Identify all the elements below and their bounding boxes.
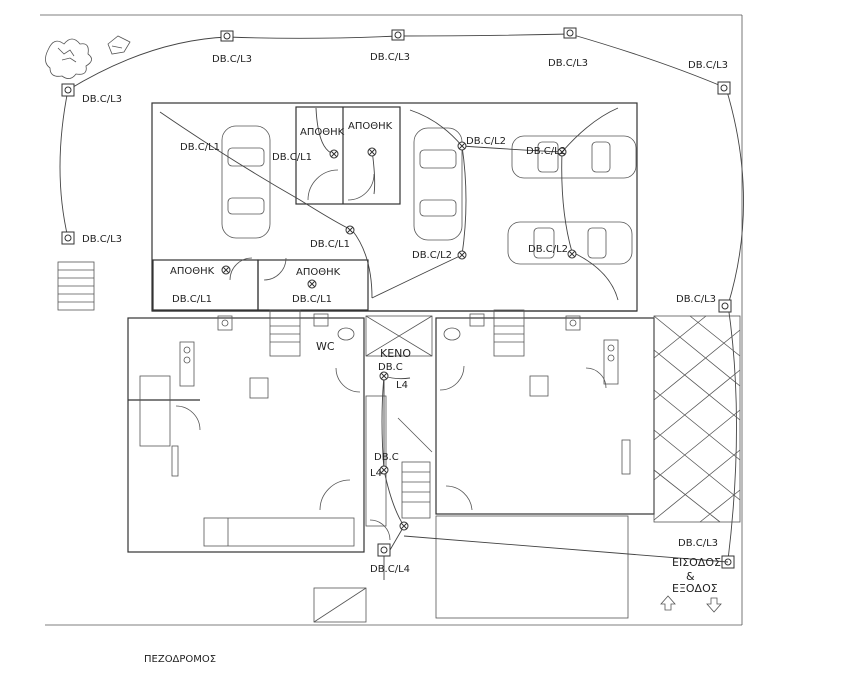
room-wc: WC	[316, 340, 335, 353]
label-l1-a: DB.C/L1	[180, 142, 220, 153]
label-l3-top-4: DB.C/L3	[688, 60, 728, 71]
label-l3-left-1: DB.C/L3	[82, 94, 122, 105]
lamp-icon	[377, 543, 391, 557]
sink-icon	[313, 313, 329, 327]
label-l3-top-1: DB.C/L3	[212, 54, 252, 65]
stair-core	[269, 309, 525, 541]
lamp-icon	[457, 141, 467, 151]
car-icon	[413, 127, 463, 241]
arrow-down-icon	[706, 597, 722, 613]
lamp-icon	[399, 521, 409, 531]
lamp-icon	[220, 30, 234, 42]
entry-wire	[403, 535, 729, 563]
lamp-icon	[379, 371, 389, 381]
label-l2-b: DB.C/L2	[526, 146, 566, 157]
perimeter-wire-left	[59, 89, 69, 239]
label-l4-2: L4	[370, 468, 382, 479]
label-dbc-2: DB.C	[374, 452, 399, 463]
lamp-icon	[391, 29, 405, 41]
label-l1-b: DB.C/L1	[272, 152, 312, 163]
lamp-icon	[718, 299, 732, 313]
room-void: ΚΕΝΟ	[380, 347, 411, 360]
lamp-icon	[61, 231, 75, 245]
room-storage-4: ΑΠΟΘΗΚ	[296, 267, 341, 278]
car-icon	[221, 125, 271, 239]
label-l3-left-2: DB.C/L3	[82, 234, 122, 245]
core-wire-l4	[381, 375, 411, 580]
car-icon	[507, 221, 633, 265]
entry-label-1: ΕΙΣΟΔΟΣ	[672, 556, 721, 569]
room-storage-2: ΑΠΟΘΗΚ	[348, 121, 393, 132]
label-l1-d: DB.C/L1	[172, 294, 212, 305]
label-l1-e: DB.C/L1	[292, 294, 332, 305]
street-label: ΠΕΖΟΔΡΟΜΟΣ	[144, 654, 216, 665]
label-l3-top-3: DB.C/L3	[548, 58, 588, 69]
label-l3-right-2: DB.C/L3	[678, 538, 718, 549]
dwelling-left	[127, 317, 365, 553]
perimeter-wire	[67, 33, 744, 561]
dwelling-right	[435, 317, 655, 619]
lamp-icon	[717, 81, 731, 95]
lamp-icon	[61, 83, 75, 97]
stove-icon	[179, 341, 195, 387]
label-l3-right-1: DB.C/L3	[676, 294, 716, 305]
label-l2-a: DB.C/L2	[466, 136, 506, 147]
tree-icon	[45, 35, 131, 79]
lamp-icon	[457, 250, 467, 260]
room-storage-3: ΑΠΟΘΗΚ	[170, 266, 215, 277]
stove-icon	[603, 339, 619, 385]
entry-label-2: &	[686, 570, 695, 583]
lamp-icon	[563, 27, 577, 39]
label-l1-c: DB.C/L1	[310, 239, 350, 250]
page-frame	[40, 14, 743, 626]
entrance-gate	[313, 587, 367, 623]
door-swing	[229, 169, 375, 281]
car-icon	[511, 135, 637, 179]
label-l4-1: L4	[396, 380, 408, 391]
lamp-icon	[329, 149, 339, 159]
entry-label-3: ΕΞΟΔΟΣ	[672, 582, 718, 595]
label-l4-3: DB.C/L4	[370, 564, 410, 575]
lamp-icon	[567, 249, 577, 259]
room-storage-1: ΑΠΟΘΗΚ	[300, 127, 345, 138]
label-l2-c: DB.C/L2	[528, 244, 568, 255]
garage-walls	[151, 102, 638, 312]
sink-icon	[565, 315, 581, 331]
label-l3-top-2: DB.C/L3	[370, 52, 410, 63]
sink-icon	[469, 313, 485, 327]
arrow-up-icon	[660, 595, 676, 611]
stairs	[57, 261, 95, 311]
hatched-ramp	[653, 315, 741, 523]
lamp-icon	[307, 279, 317, 289]
lamp-icon	[379, 465, 389, 475]
sink-icon	[217, 315, 233, 331]
lamp-icon	[221, 265, 231, 275]
lamp-icon	[557, 147, 567, 157]
lamp-icon	[367, 147, 377, 157]
lamp-icon	[345, 225, 355, 235]
label-dbc-1: DB.C	[378, 362, 403, 373]
label-l2-d: DB.C/L2	[412, 250, 452, 261]
